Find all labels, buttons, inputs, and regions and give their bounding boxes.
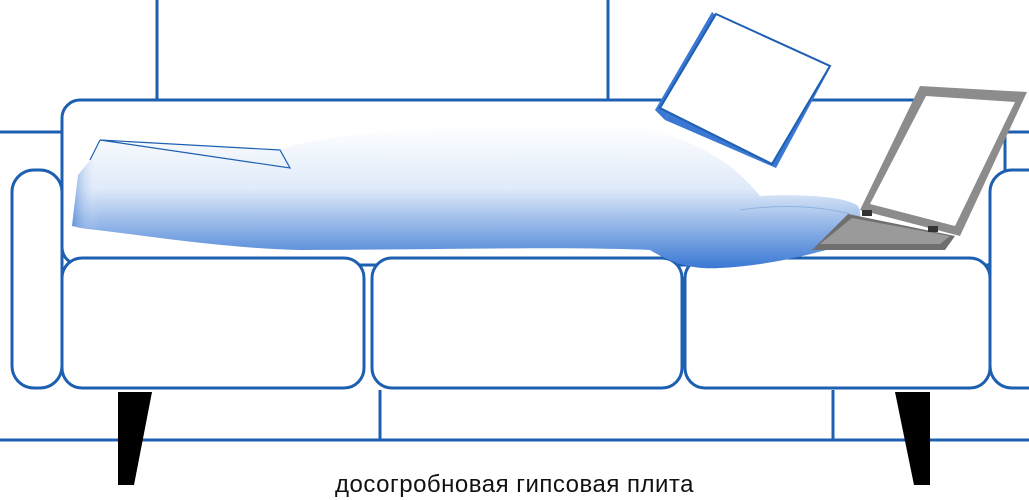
person-body-shade xyxy=(72,160,160,236)
laptop-hinge xyxy=(928,226,938,232)
sofa-armrest-left xyxy=(12,170,62,388)
sofa-seat-cushion-right xyxy=(685,258,990,388)
sofa-armrest-right xyxy=(990,170,1029,388)
sofa-seat-cushion-middle xyxy=(372,258,682,388)
laptop-hinge xyxy=(862,210,872,216)
caption-text: досогробновая гипсовая плита xyxy=(0,470,1029,500)
sofa-seat-cushion-left xyxy=(62,258,364,388)
sofa-illustration xyxy=(0,0,1029,485)
